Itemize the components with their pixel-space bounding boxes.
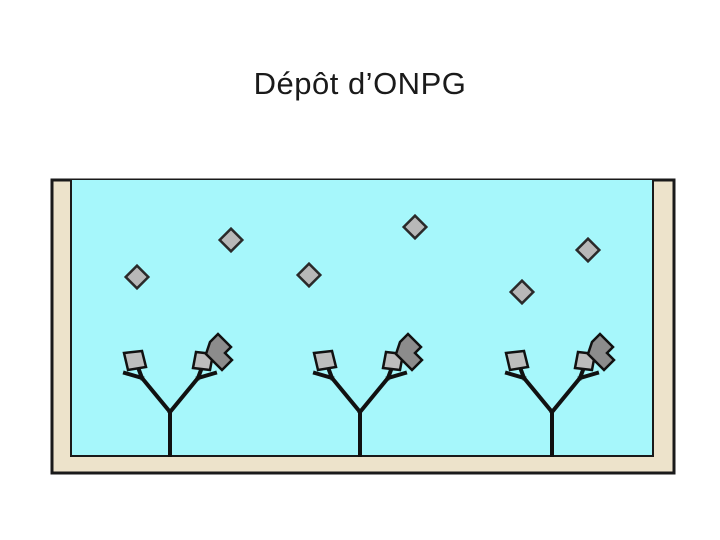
slide-title: Dépôt d’ONPG [253, 66, 467, 101]
well [50, 178, 676, 475]
